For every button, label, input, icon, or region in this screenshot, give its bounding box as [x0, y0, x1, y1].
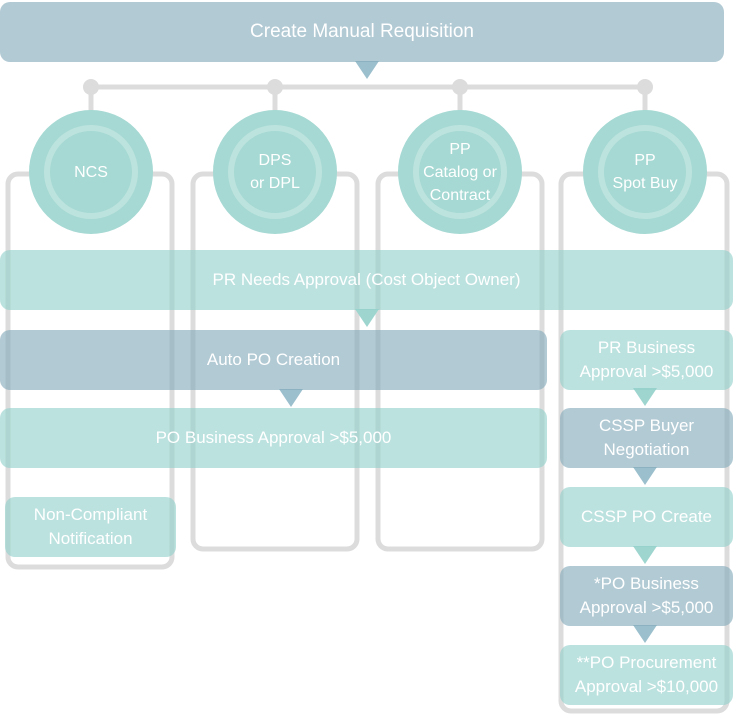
po-business-star-arrow — [633, 625, 657, 643]
cssp-po-arrow — [633, 546, 657, 564]
pr-approval-node: PR Needs Approval (Cost Object Owner) — [0, 250, 733, 310]
circle-dps — [213, 110, 337, 234]
circle-ncs — [29, 110, 153, 234]
negotiation-arrow — [633, 467, 657, 485]
pr-business-arrow — [633, 388, 657, 406]
branch-label-dps: DPS or DPL — [250, 152, 300, 192]
auto-po-node: Auto PO Creation — [0, 330, 547, 390]
non-compliant-node: Non-Compliant Notification — [5, 497, 176, 557]
branch-label-spot-buy: PP Spot Buy — [612, 152, 678, 192]
root-node: Create Manual Requisition — [0, 2, 724, 62]
branch-label-catalog: PP Catalog or Contract — [423, 140, 497, 204]
pr-business-node: PR Business Approval >$5,000 — [560, 330, 733, 390]
branch-label-ncs: NCS — [74, 163, 108, 181]
branch-circles — [29, 110, 707, 234]
circle-catalog — [398, 110, 522, 234]
auto-po-arrow — [279, 389, 303, 407]
branch-connector — [83, 79, 653, 112]
circle-spot-buy — [583, 110, 707, 234]
pr-approval-arrow — [355, 309, 379, 327]
root-arrow — [355, 61, 379, 79]
po-business-node: PO Business Approval >$5,000 — [0, 408, 547, 468]
cssp-po-create-node: CSSP PO Create — [560, 487, 733, 547]
po-business-star-node: *PO Business Approval >$5,000 — [560, 566, 733, 626]
po-procurement-node: **PO Procurement Approval >$10,000 — [560, 645, 733, 705]
pointer-arrows — [279, 61, 657, 643]
cssp-negotiation-node: CSSP Buyer Negotiation — [560, 408, 733, 468]
